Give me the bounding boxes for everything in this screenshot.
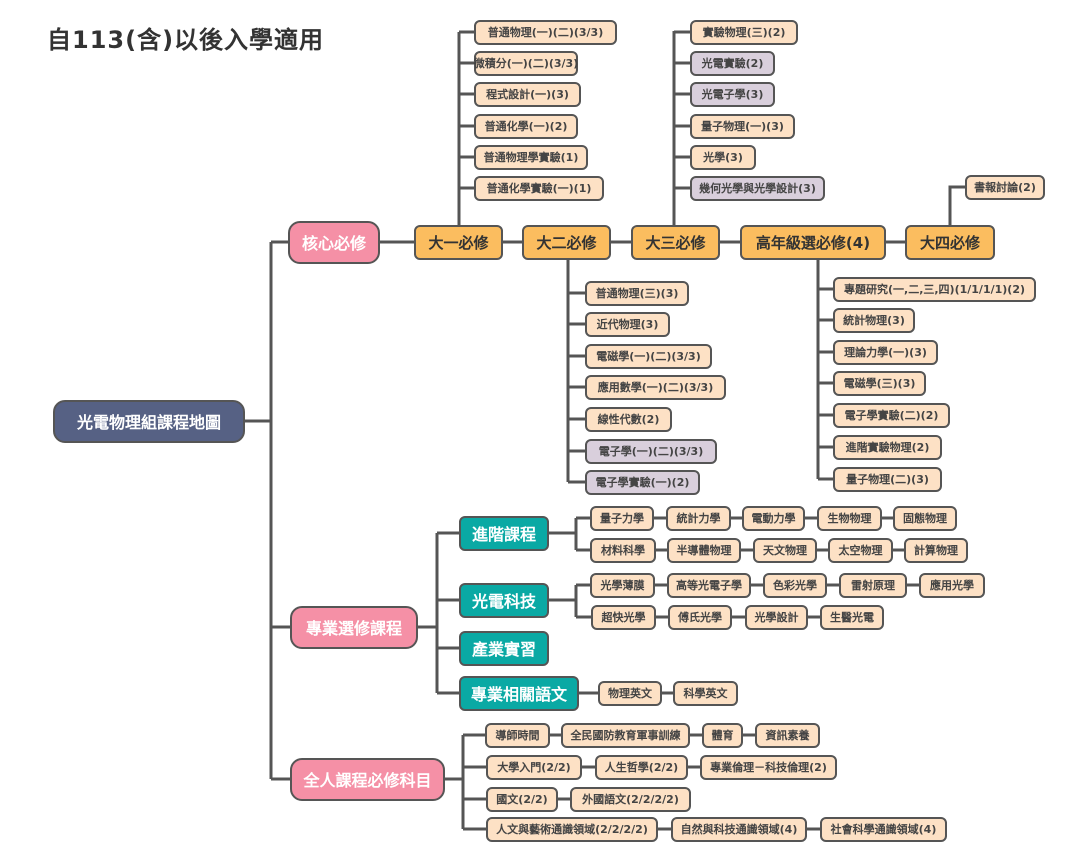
elective-course[interactable]: 固態物理 <box>893 505 957 531</box>
subcategory-node[interactable]: 產業實習 <box>459 630 549 666</box>
elective-course[interactable]: 計算物理 <box>904 537 968 563</box>
elective-course[interactable]: 傅氏光學 <box>668 604 732 630</box>
general-course[interactable]: 體育 <box>702 722 743 748</box>
elective-course[interactable]: 統計力學 <box>666 505 731 531</box>
elective-course[interactable]: 天文物理 <box>753 537 817 563</box>
general-course[interactable]: 導師時間 <box>485 722 550 748</box>
course-year2[interactable]: 近代物理(3) <box>585 311 670 337</box>
elective-course[interactable]: 物理英文 <box>598 680 662 706</box>
course-year1[interactable]: 普通化學(一)(2) <box>474 113 578 139</box>
elective-course[interactable]: 電動力學 <box>742 505 805 531</box>
course-year3[interactable]: 光電實驗(2) <box>690 50 775 76</box>
subcategory-node[interactable]: 進階課程 <box>459 515 549 551</box>
course-senior[interactable]: 專題研究(一,二,三,四)(1/1/1/1)(2) <box>833 276 1036 302</box>
elective-course[interactable]: 光學薄膜 <box>590 572 655 598</box>
general-course[interactable]: 人文與藝術通識領域(2/2/2/2) <box>486 816 658 842</box>
elective-course[interactable]: 超快光學 <box>591 604 656 630</box>
elective-course[interactable]: 應用光學 <box>919 572 985 598</box>
course-senior[interactable]: 統計物理(3) <box>833 307 915 333</box>
elective-course[interactable]: 色彩光學 <box>763 572 827 598</box>
year-node[interactable]: 大三必修 <box>631 224 720 260</box>
general-course[interactable]: 大學入門(2/2) <box>486 754 582 780</box>
course-year2[interactable]: 普通物理(三)(3) <box>585 280 689 306</box>
general-course[interactable]: 人生哲學(2/2) <box>595 754 688 780</box>
elective-course[interactable]: 雷射原理 <box>839 572 907 598</box>
elective-course[interactable]: 科學英文 <box>673 680 738 706</box>
general-course[interactable]: 外國語文(2/2/2/2) <box>570 786 691 812</box>
general-course[interactable]: 社會科學通識領域(4) <box>820 816 947 842</box>
course-year2[interactable]: 線性代數(2) <box>585 406 672 432</box>
course-year3[interactable]: 量子物理(一)(3) <box>690 113 795 139</box>
course-year2[interactable]: 電子學(一)(二)(3/3) <box>585 438 717 464</box>
course-year1[interactable]: 程式設計(一)(3) <box>474 81 581 107</box>
course-senior[interactable]: 進階實驗物理(2) <box>833 434 942 460</box>
subcategory-node[interactable]: 光電科技 <box>459 582 549 618</box>
course-year1[interactable]: 微積分(一)(二)(3/3) <box>474 50 578 76</box>
course-year1[interactable]: 普通物理(一)(二)(3/3) <box>474 19 617 45</box>
course-year1[interactable]: 普通物理學實驗(1) <box>474 144 588 170</box>
general-course[interactable]: 資訊素養 <box>755 722 820 748</box>
elective-course[interactable]: 太空物理 <box>828 537 893 563</box>
course-senior[interactable]: 理論力學(一)(3) <box>833 339 938 365</box>
course-year1[interactable]: 普通化學實驗(一)(1) <box>474 175 604 201</box>
course-year2[interactable]: 電子學實驗(一)(2) <box>585 469 700 495</box>
elective-course[interactable]: 量子力學 <box>590 505 654 531</box>
course-year3[interactable]: 實驗物理(三)(2) <box>690 19 798 45</box>
year-node[interactable]: 大一必修 <box>414 224 503 260</box>
general-course[interactable]: 自然與科技通識領域(4) <box>671 816 807 842</box>
course-year2[interactable]: 電磁學(一)(二)(3/3) <box>585 343 712 369</box>
category-core[interactable]: 核心必修 <box>288 220 380 264</box>
page-title: 自113(含)以後入學適用 <box>47 26 325 54</box>
year-node[interactable]: 高年級選必修(4) <box>740 224 886 260</box>
elective-course[interactable]: 光學設計 <box>745 604 808 630</box>
category-elective[interactable]: 專業選修課程 <box>290 605 418 649</box>
category-general[interactable]: 全人課程必修科目 <box>290 757 445 801</box>
course-year4[interactable]: 書報討論(2) <box>965 174 1045 200</box>
year-node[interactable]: 大四必修 <box>905 224 995 260</box>
elective-course[interactable]: 高等光電子學 <box>667 572 751 598</box>
elective-course[interactable]: 生醫光電 <box>820 604 884 630</box>
course-year3[interactable]: 光電子學(3) <box>690 81 775 107</box>
general-course[interactable]: 專業倫理－科技倫理(2) <box>700 754 837 780</box>
connector <box>948 185 965 225</box>
year-node[interactable]: 大二必修 <box>522 224 611 260</box>
course-year3[interactable]: 光學(3) <box>690 144 756 170</box>
general-course[interactable]: 全民國防教育軍事訓練 <box>561 722 690 748</box>
subcategory-node[interactable]: 專業相關語文 <box>459 675 579 711</box>
course-year2[interactable]: 應用數學(一)(二)(3/3) <box>585 374 726 400</box>
general-course[interactable]: 國文(2/2) <box>486 786 558 812</box>
course-senior[interactable]: 電磁學(三)(3) <box>833 370 926 396</box>
elective-course[interactable]: 生物物理 <box>817 505 882 531</box>
elective-course[interactable]: 半導體物理 <box>667 537 741 563</box>
root-node[interactable]: 光電物理組課程地圖 <box>53 399 245 443</box>
course-year3[interactable]: 幾何光學與光學設計(3) <box>690 175 825 201</box>
elective-course[interactable]: 材料科學 <box>590 537 656 563</box>
course-senior[interactable]: 量子物理(二)(3) <box>833 466 942 492</box>
course-senior[interactable]: 電子學實驗(二)(2) <box>833 402 950 428</box>
